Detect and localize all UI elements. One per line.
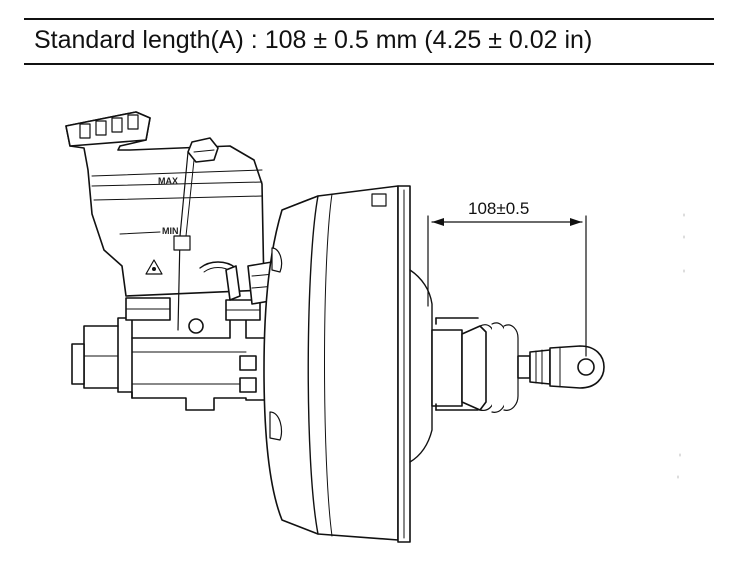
- vacuum-booster: [263, 185, 411, 543]
- header-top-rule: [24, 18, 714, 20]
- spec-title: Standard length(A) : 108 ± 0.5 mm (4.25 …: [34, 26, 593, 54]
- reservoir-max-mark: MAX: [158, 176, 178, 186]
- dimension-label: 108±0.5: [468, 199, 529, 218]
- spec-header: Standard length(A) : 108 ± 0.5 mm (4.25 …: [0, 0, 736, 65]
- reservoir-min-mark: MIN: [162, 226, 179, 236]
- master-cylinder: [71, 297, 267, 411]
- length-dimension: 108±0.5: [427, 199, 587, 357]
- push-rod-assembly: [409, 269, 605, 463]
- header-bottom-rule: [24, 63, 714, 65]
- scan-specks: [677, 213, 685, 479]
- fluid-reservoir: MAX MIN: [65, 111, 277, 331]
